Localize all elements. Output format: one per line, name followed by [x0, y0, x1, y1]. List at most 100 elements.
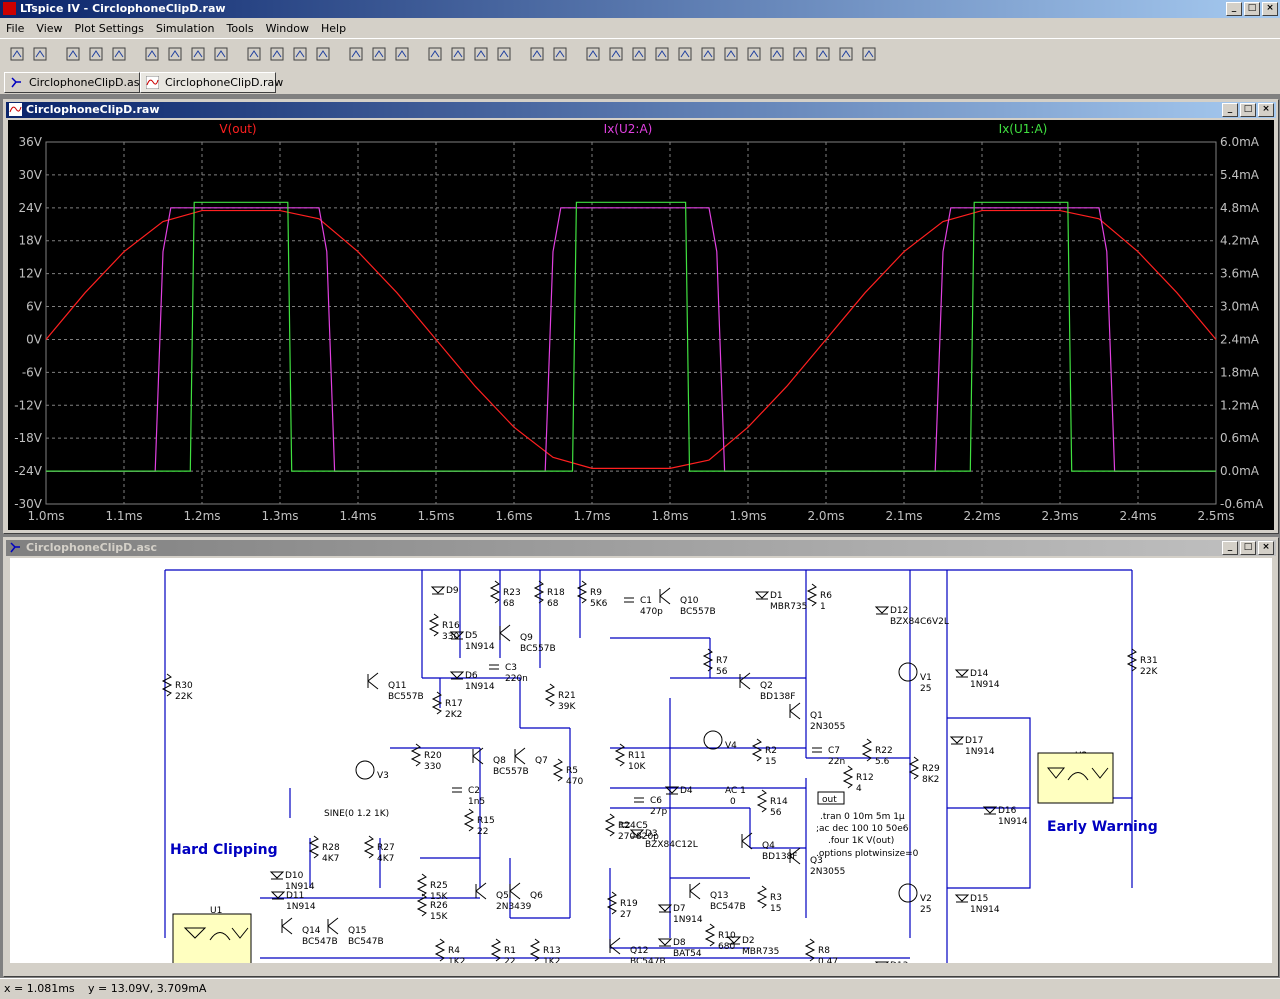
component-icon[interactable] — [676, 45, 694, 63]
part-d13[interactable]: D13BZX84C6V2L — [874, 961, 949, 982]
control-panel-icon[interactable] — [87, 45, 105, 63]
part-q6[interactable]: Q6 — [509, 882, 543, 901]
schematic-restore-button[interactable]: □ — [1240, 541, 1256, 555]
zoom-out-icon[interactable] — [189, 45, 207, 63]
menu-simulation[interactable]: Simulation — [155, 21, 215, 35]
halt-icon[interactable] — [143, 45, 161, 63]
schematic-drawing[interactable]: R3022KR3122KD9D51N914D61N914R16330R2368R… — [10, 558, 1272, 982]
paste-icon[interactable] — [393, 45, 411, 63]
menu-file[interactable]: File — [6, 21, 25, 35]
text-icon[interactable] — [837, 45, 855, 63]
part-d9[interactable]: D9 — [430, 586, 459, 596]
new-schematic-icon[interactable] — [8, 45, 26, 63]
maximize-button[interactable]: □ — [1244, 2, 1260, 16]
schematic-minimize-button[interactable]: _ — [1222, 541, 1238, 555]
schematic-window-titlebar[interactable]: CirclophoneClipD.asc _ □ × — [6, 540, 1276, 556]
resistor-icon[interactable] — [584, 45, 602, 63]
inductor-icon[interactable] — [630, 45, 648, 63]
part-r8[interactable]: R80.47 — [804, 938, 838, 967]
ground-icon[interactable] — [528, 45, 546, 63]
wire-icon[interactable] — [495, 45, 513, 63]
move-icon[interactable] — [699, 45, 717, 63]
part-v4[interactable]: V4 — [703, 730, 737, 751]
part-d4[interactable]: D4 — [664, 786, 693, 796]
close-button[interactable]: × — [1262, 2, 1278, 16]
capacitor-icon[interactable] — [607, 45, 625, 63]
menu-window[interactable]: Window — [265, 21, 309, 35]
run-icon[interactable] — [110, 45, 128, 63]
tile-horizontal-icon[interactable] — [268, 45, 286, 63]
menu-help[interactable]: Help — [320, 21, 347, 35]
plot-restore-button[interactable]: □ — [1240, 103, 1256, 117]
tab-schematic[interactable]: CirclophoneClipD.asc — [4, 72, 146, 93]
part-r6[interactable]: R61 — [806, 583, 832, 612]
zoom-full-icon[interactable] — [245, 45, 263, 63]
print-setup-icon[interactable] — [449, 45, 467, 63]
part-v3[interactable]: V3 — [355, 760, 389, 781]
out-net-flag[interactable] — [817, 791, 845, 805]
plot-close-button[interactable]: × — [1258, 103, 1274, 117]
plot-minimize-button[interactable]: _ — [1222, 103, 1238, 117]
zoom-back-icon[interactable] — [212, 45, 230, 63]
rotate-icon[interactable] — [791, 45, 809, 63]
zoom-in-icon[interactable] — [166, 45, 184, 63]
menu-plot-settings[interactable]: Plot Settings — [74, 21, 144, 35]
drag-icon[interactable] — [722, 45, 740, 63]
copy-icon[interactable] — [370, 45, 388, 63]
diode-icon[interactable] — [653, 45, 671, 63]
tab-waveform[interactable]: CirclophoneClipD.raw — [140, 72, 283, 93]
part-q7[interactable]: Q7 — [514, 747, 548, 766]
minimize-button[interactable]: _ — [1226, 2, 1242, 16]
